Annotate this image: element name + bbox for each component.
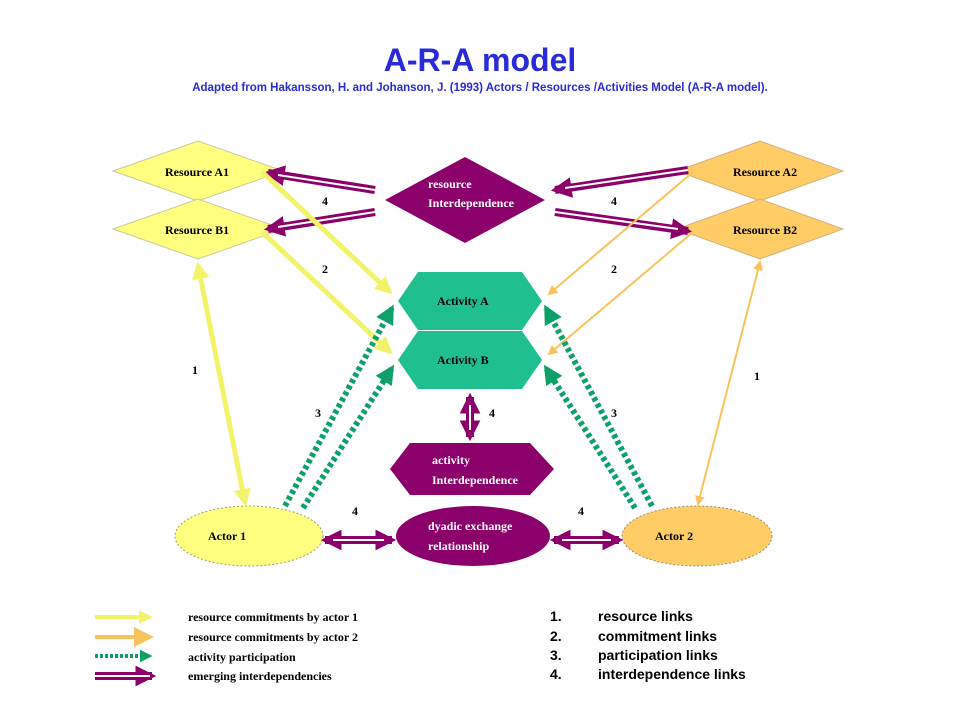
commitment-arrow-b2-to-activity-b xyxy=(547,231,694,356)
dyadic-exchange-label-1: dyadic exchange xyxy=(428,519,513,533)
link-number: 3 xyxy=(611,406,617,420)
link-number: 3 xyxy=(315,406,321,420)
link-number: 4 xyxy=(352,504,358,518)
link-number: 4 xyxy=(611,194,617,208)
actor-1-node xyxy=(174,505,324,567)
resource-b2-node xyxy=(675,198,845,260)
activity-a-label: Activity A xyxy=(437,294,489,308)
participation-arrow-actor1-a xyxy=(282,304,395,508)
legend-label: resource commitments by actor 1 xyxy=(188,610,358,624)
link-number: 2 xyxy=(322,262,328,276)
activity-b-node xyxy=(398,331,542,389)
key-label: resource links xyxy=(598,608,693,624)
actor-1-label: Actor 1 xyxy=(208,529,246,543)
link-number: 1 xyxy=(754,369,760,383)
link-number: 4 xyxy=(489,406,495,420)
participation-arrow-actor2-b xyxy=(543,364,638,510)
actor-2-label: Actor 2 xyxy=(655,529,693,543)
key-number: 1. xyxy=(550,608,562,624)
activity-b-label: Activity B xyxy=(437,353,489,367)
legend-label: emerging interdependencies xyxy=(188,669,332,683)
activity-interdependence-label-2: Interdependence xyxy=(432,473,519,487)
legend-label: activity participation xyxy=(188,650,296,664)
resource-b1-label: Resource B1 xyxy=(165,223,229,237)
key-number: 2. xyxy=(550,628,562,644)
resource-interdependence-label-2: Interdependence xyxy=(428,196,515,210)
resource-a2-node xyxy=(675,140,845,202)
page-subtitle: Adapted from Hakansson, H. and Johanson,… xyxy=(192,82,768,94)
resource-interdependence-node xyxy=(385,157,545,243)
dyadic-exchange-label-2: relationship xyxy=(428,539,489,553)
commitment-arrow-a1-to-activity-a xyxy=(260,170,393,295)
resource-b2-label: Resource B2 xyxy=(733,223,797,237)
resource-a1-label: Resource A1 xyxy=(165,165,229,179)
resource-a2-label: Resource A2 xyxy=(733,165,797,179)
activity-a-node xyxy=(398,272,542,330)
legend: resource commitments by actor 1 resource… xyxy=(95,610,358,687)
key-number: 3. xyxy=(550,647,562,663)
link-type-key: 1. resource links 2. commitment links 3.… xyxy=(550,608,746,682)
resource-link-actor1 xyxy=(192,261,251,507)
resource-interdependence-label-1: resource xyxy=(428,177,472,191)
link-number: 4 xyxy=(578,504,584,518)
actor-2-node xyxy=(621,505,773,567)
link-number: 2 xyxy=(611,262,617,276)
participation-arrow-actor1-b xyxy=(300,364,395,510)
dyadic-exchange-node xyxy=(396,506,550,566)
key-number: 4. xyxy=(550,666,562,682)
commitment-arrow-b1-to-activity-b xyxy=(260,230,393,355)
participation-arrow-actor2-a xyxy=(543,304,655,508)
link-number: 4 xyxy=(322,194,328,208)
resource-link-actor2 xyxy=(695,260,763,506)
link-number: 1 xyxy=(192,363,198,377)
commitment-arrow-a2-to-activity-a xyxy=(547,171,694,296)
key-label: commitment links xyxy=(598,628,717,644)
legend-label: resource commitments by actor 2 xyxy=(188,630,358,644)
activity-interdependence-label-1: activity xyxy=(432,453,470,467)
page-title: A-R-A model xyxy=(383,42,577,78)
key-label: participation links xyxy=(598,647,718,663)
key-label: interdependence links xyxy=(598,666,746,682)
activity-interdependence-node xyxy=(390,443,554,495)
